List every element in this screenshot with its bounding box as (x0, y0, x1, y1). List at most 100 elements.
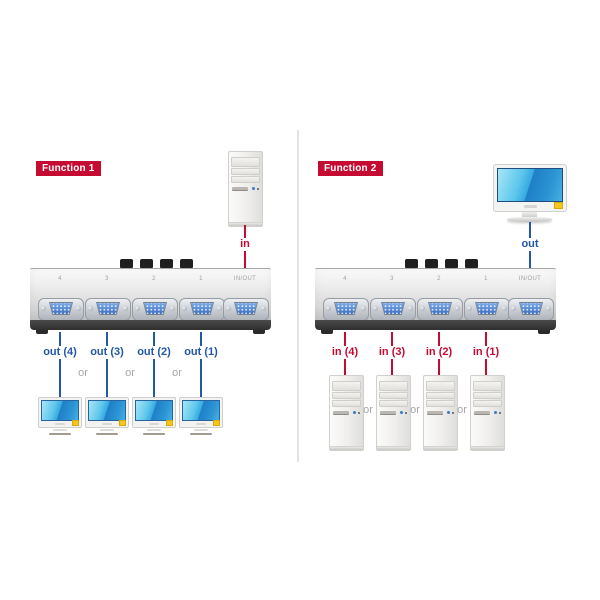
vga-port-icon (323, 298, 369, 321)
in-port-label: in (4) (323, 346, 367, 359)
monitor-icon (38, 397, 82, 437)
optical-drive-bay (426, 381, 455, 391)
reset-button (405, 411, 407, 414)
monitor-stand (147, 429, 161, 431)
screw-icon (373, 306, 378, 311)
monitor-screen (182, 400, 220, 421)
screw-icon (467, 306, 472, 311)
tower-base (377, 446, 410, 450)
screw-icon (226, 306, 231, 311)
vga-connector (381, 302, 405, 315)
out-port-label: out (1) (179, 346, 223, 359)
vga-pins (191, 303, 213, 314)
vga-pins (97, 303, 119, 314)
screw-icon (76, 306, 81, 311)
screw-icon (41, 306, 46, 311)
pc-tower-icon (470, 375, 505, 451)
monitor-icon (132, 397, 176, 437)
switch-foot (538, 330, 550, 334)
port-label: 4 (58, 276, 62, 282)
power-led (400, 411, 403, 414)
function1-badge: Function 1 (36, 161, 101, 176)
port-label: 3 (105, 276, 109, 282)
out-cable-line (153, 332, 155, 397)
vga-port-icon (508, 298, 554, 321)
monitor-base (49, 433, 71, 435)
out-port-label: out (4) (38, 346, 82, 359)
vga-switch-icon: 4 3 2 1 IN/OUT (315, 258, 556, 334)
monitor-base (143, 433, 165, 435)
port-label: 1 (199, 276, 203, 282)
tower-base (229, 222, 262, 226)
monitor-base (96, 433, 118, 435)
port-label: IN/OUT (233, 276, 257, 282)
selector-button (180, 259, 193, 268)
reset-button (452, 411, 454, 414)
reset-button (358, 411, 360, 414)
monitor-screen (41, 400, 79, 421)
drive-bay (379, 392, 408, 399)
reset-button (257, 187, 259, 190)
selector-button (425, 259, 438, 268)
power-led (494, 411, 497, 414)
vga-port-icon (223, 298, 269, 321)
out-cable-line (200, 332, 202, 397)
or-label: or (78, 367, 88, 379)
optical-drive-bay (231, 157, 260, 167)
tower-base (471, 446, 504, 450)
pc-tower-icon (423, 375, 458, 451)
vga-connector (475, 302, 499, 315)
monitor-bezel (493, 164, 567, 212)
monitor-icon (179, 397, 223, 437)
drive-bay (332, 392, 361, 399)
card-slot (380, 411, 396, 415)
vga-connector (143, 302, 167, 315)
switch-foot (253, 330, 265, 334)
screw-icon (326, 306, 331, 311)
monitor-icon (493, 164, 567, 222)
monitor-logo (55, 423, 65, 425)
monitor-stand (53, 429, 67, 431)
screw-icon (135, 306, 140, 311)
screw-icon (170, 306, 175, 311)
monitor-screen (135, 400, 173, 421)
monitor-bezel (179, 397, 223, 428)
tower-base (424, 446, 457, 450)
out-port-label: out (2) (132, 346, 176, 359)
monitor-base (190, 433, 212, 435)
vga-connector (428, 302, 452, 315)
port-label: IN/OUT (518, 276, 542, 282)
monitor-logo (196, 423, 206, 425)
selector-button (120, 259, 133, 268)
port-label: 3 (390, 276, 394, 282)
brand-sticker (72, 420, 79, 426)
vga-pins (382, 303, 404, 314)
in-port-label: in (1) (464, 346, 508, 359)
vga-pins (476, 303, 498, 314)
or-label: or (125, 367, 135, 379)
vga-connector (519, 302, 543, 315)
panel-divider (297, 130, 299, 462)
tower-base (330, 446, 363, 450)
port-label: 1 (484, 276, 488, 282)
port-label: 2 (437, 276, 441, 282)
screw-icon (546, 306, 551, 311)
port-label: 2 (152, 276, 156, 282)
screw-icon (455, 306, 460, 311)
drive-bay (426, 392, 455, 399)
optical-drive-bay (473, 381, 502, 391)
screw-icon (361, 306, 366, 311)
card-slot (474, 411, 490, 415)
front-io-panel (379, 409, 408, 416)
drive-bay (379, 400, 408, 407)
out-cable-line (59, 332, 61, 397)
vga-port-icon (38, 298, 84, 321)
power-led (252, 187, 255, 190)
out-label: out (512, 238, 548, 251)
switch-base (315, 320, 556, 330)
port-label: 4 (343, 276, 347, 282)
or-label: or (363, 404, 373, 416)
vga-switch-icon: 4 3 2 1 IN/OUT (30, 258, 271, 334)
screw-icon (261, 306, 266, 311)
